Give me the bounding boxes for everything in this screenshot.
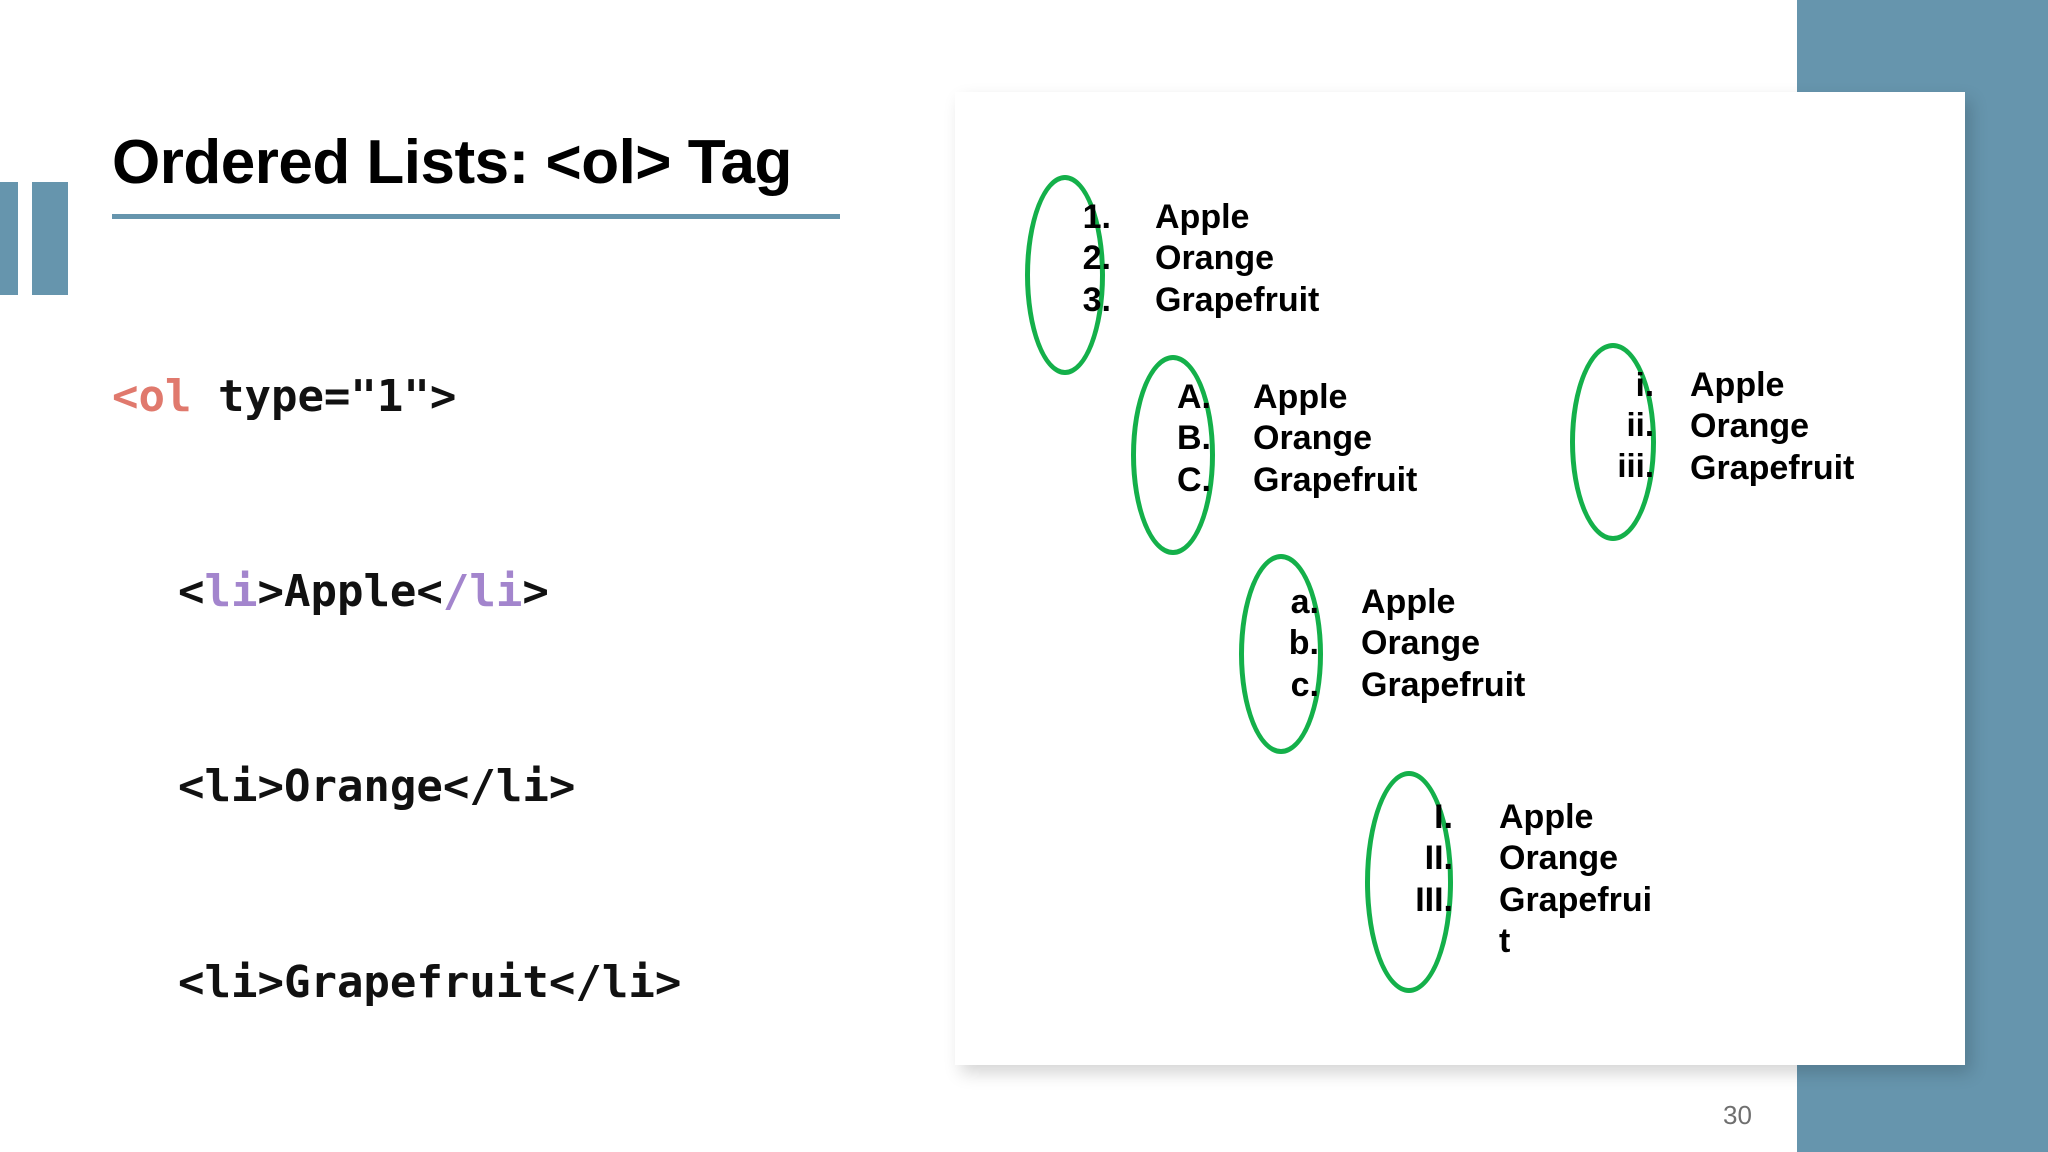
list-marker: b. [1288, 624, 1319, 663]
marker-column-lower-alpha: a. b. c. [1275, 582, 1319, 706]
marker-column-decimal: 1. 2. 3. [1067, 197, 1111, 321]
list-item: Apple [1253, 378, 1348, 416]
marker-column-upper-roman: I. II. III. [1405, 797, 1453, 921]
list-example-decimal: 1. 2. 3. Apple Orange Grapefruit [1025, 175, 1319, 375]
left-content-column: Ordered Lists: <ol> Tag <ol type="1"> <l… [112, 128, 852, 1152]
list-item: Grapefrui [1499, 880, 1653, 919]
list-marker: 3. [1082, 280, 1111, 319]
title-accent-bar-2 [32, 182, 68, 295]
list-item: Apple [1690, 366, 1785, 404]
code-token-type-attr: type="1"> [191, 370, 457, 422]
list-example-upper-alpha: A. B. C. Apple Orange Grapefruit [1131, 355, 1417, 555]
title-accent-bar-1 [0, 182, 18, 295]
list-item: Orange [1499, 839, 1619, 878]
list-item: Orange [1155, 239, 1275, 278]
list-item: Apple [1361, 583, 1456, 621]
code-token-lt: < [178, 565, 205, 617]
list-marker: ii. [1626, 406, 1654, 444]
list-marker: 1. [1082, 198, 1111, 236]
list-marker: iii. [1617, 446, 1654, 484]
list-marker: II. [1424, 839, 1453, 878]
list-item: Orange [1361, 624, 1481, 663]
list-item: Grapefruit [1253, 460, 1418, 499]
list-marker: i. [1635, 366, 1654, 403]
code-line-1: <ol type="1"> [112, 364, 852, 429]
slide-number: 30 [1723, 1100, 1752, 1130]
list-item: Orange [1253, 419, 1373, 458]
code-token-apple: >Apple< [257, 565, 443, 617]
code-token-gt: > [522, 565, 549, 617]
list-item: Grapefruit [1690, 448, 1855, 487]
list-item: Apple [1155, 198, 1250, 236]
title-divider [112, 214, 840, 220]
code-line-5: </ol> [112, 1145, 852, 1152]
code-sample: <ol type="1"> <li>Apple</li> <li>Orange<… [112, 233, 852, 1152]
list-item: Grapefruit [1361, 665, 1526, 704]
list-item: Orange [1690, 407, 1810, 446]
list-marker: c. [1290, 665, 1319, 704]
marker-column-lower-roman: i. ii. iii. [1610, 365, 1654, 486]
item-column-lower-alpha: Apple Orange Grapefruit [1361, 582, 1525, 706]
list-marker: A. [1177, 378, 1211, 416]
list-marker: 2. [1082, 239, 1111, 278]
list-example-upper-roman: I. II. III. Apple Orange Grapefrui t [1365, 771, 1652, 993]
list-item: Apple [1499, 798, 1594, 836]
code-line-2: <li>Apple</li> [112, 559, 852, 624]
list-marker: I. [1434, 798, 1453, 836]
code-token-li-open: li [204, 565, 258, 617]
page-title: Ordered Lists: <ol> Tag [112, 128, 792, 197]
rendered-output-card: 1. 2. 3. Apple Orange Grapefruit A. B. C… [955, 92, 1965, 1065]
code-token-li-close: /li [442, 565, 523, 617]
code-line-3: <li>Orange</li> [178, 761, 576, 813]
list-item-wrap: t [1499, 922, 1511, 961]
item-column-upper-alpha: Apple Orange Grapefruit [1253, 377, 1417, 501]
item-column-upper-roman: Apple Orange Grapefrui t [1499, 797, 1652, 963]
list-marker: III. [1415, 880, 1453, 919]
code-token-ol-open: <ol [112, 370, 192, 422]
list-example-lower-alpha: a. b. c. Apple Orange Grapefruit [1239, 554, 1525, 754]
list-marker: a. [1290, 583, 1319, 621]
list-marker: B. [1177, 419, 1211, 458]
list-item: Grapefruit [1155, 280, 1320, 319]
item-column-lower-roman: Apple Orange Grapefruit [1690, 365, 1854, 489]
list-marker: C. [1177, 460, 1211, 499]
code-line-4: <li>Grapefruit</li> [178, 956, 682, 1008]
marker-column-upper-alpha: A. B. C. [1163, 377, 1211, 501]
list-example-lower-roman: i. ii. iii. Apple Orange Grapefruit [1570, 343, 1854, 541]
item-column-decimal: Apple Orange Grapefruit [1155, 197, 1319, 321]
